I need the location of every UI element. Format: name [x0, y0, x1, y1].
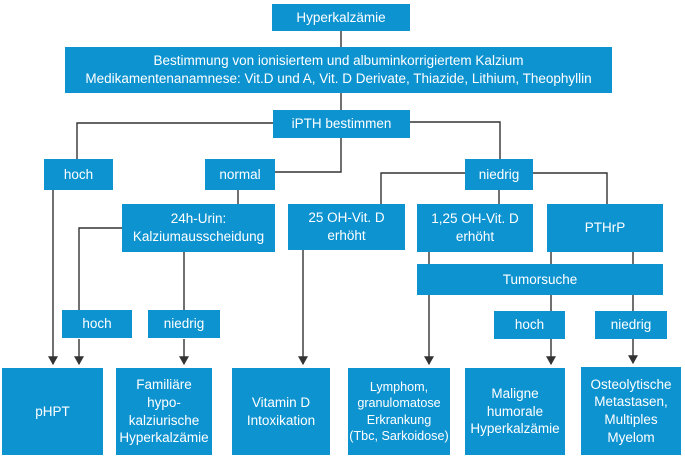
- node-maligne-line1: Maligne: [491, 386, 539, 402]
- node-maligne-line2: humorale: [486, 403, 544, 419]
- node-lymphom-line3: Erkrankung: [366, 412, 432, 427]
- node-urin-niedrig: niedrig: [148, 310, 220, 338]
- node-lymphom: Lymphom, granulomatose Erkrankung (Tbc, …: [348, 368, 450, 455]
- node-lymphom-line1: Lymphom,: [369, 379, 429, 394]
- node-osteolytisch: Osteolytische Metastasen, Multiples Myel…: [581, 367, 681, 455]
- node-vitd-intox-line1: Vitamin D: [251, 394, 311, 410]
- node-ipth-hoch: hoch: [44, 159, 113, 190]
- node-ipth-hoch-label: hoch: [63, 166, 94, 182]
- node-pthrp-label: PTHrP: [584, 220, 626, 236]
- node-vitd-intox-line2: Intoxikation: [246, 412, 316, 428]
- node-vitd-intox: Vitamin D Intoxikation: [232, 368, 330, 455]
- node-tumor-niedrig: niedrig: [595, 311, 667, 339]
- connector-ipth-normal: [275, 138, 342, 173]
- node-fhh-line2: hypo-: [147, 394, 181, 410]
- node-fhh-line3: kalziurische: [128, 412, 200, 428]
- node-ipth-label: iPTH bestimmen: [291, 116, 392, 132]
- node-hyperkalzaemie: Hyperkalzämie: [272, 4, 410, 31]
- node-ipth-normal: normal: [205, 159, 275, 190]
- node-osteolytisch-line2: Metastasen,: [594, 394, 668, 410]
- node-oh25-line2: erhöht: [327, 228, 366, 243]
- node-tumorsuche-label: Tumorsuche: [502, 271, 578, 287]
- node-tumor-hoch: hoch: [494, 311, 565, 339]
- node-phpt-label: pHPT: [35, 403, 70, 419]
- node-ipth-bestimmen: iPTH bestimmen: [273, 110, 410, 138]
- node-ipth-normal-label: normal: [219, 166, 261, 182]
- node-bestimmung: Bestimmung von ionisiertem und albuminko…: [65, 47, 612, 93]
- node-hyperkalzaemie-label: Hyperkalzämie: [296, 9, 386, 25]
- node-urin24h: 24h-Urin: Kalziumausscheidung: [122, 204, 275, 252]
- node-urin-hoch-label: hoch: [82, 316, 112, 332]
- node-tumor-hoch-label: hoch: [514, 317, 545, 333]
- node-ipth-niedrig-label: niedrig: [478, 166, 520, 182]
- node-maligne: Maligne humorale Hyperkalzämie: [465, 368, 565, 455]
- node-urin-hoch: hoch: [62, 310, 132, 338]
- node-phpt: pHPT: [2, 368, 103, 455]
- node-osteolytisch-line4: Myelom: [607, 429, 655, 445]
- node-urin-niedrig-label: niedrig: [163, 316, 205, 332]
- node-osteolytisch-line3: Multiples: [604, 412, 658, 427]
- node-pthrp: PTHrP: [547, 204, 663, 252]
- node-lymphom-line2: granulomatose: [357, 396, 441, 411]
- connector-ipth-niedrig: [410, 121, 501, 159]
- node-osteolytisch-line1: Osteolytische: [590, 376, 672, 392]
- node-ipth-niedrig: niedrig: [465, 159, 533, 190]
- connector-niedrig-oh25: [380, 172, 465, 204]
- node-bestimmung-line1: Bestimmung von ionisiertem und albuminko…: [153, 53, 524, 69]
- node-oh125-vitd: 1,25 OH-Vit. D erhöht: [417, 204, 533, 252]
- connector-urin-hoch: [78, 227, 122, 310]
- node-oh125-line1: 1,25 OH-Vit. D: [431, 211, 519, 227]
- node-oh125-line2: erhöht: [455, 229, 495, 244]
- node-fhh-line1: Familiäre: [136, 377, 192, 393]
- connector-niedrig-pthrp: [533, 172, 608, 204]
- connector-ipth-hoch: [76, 122, 273, 159]
- node-urin24h-line2: Kalziumausscheidung: [132, 229, 265, 244]
- node-urin24h-line1: 24h-Urin:: [170, 211, 227, 227]
- node-oh25-vitd: 25 OH-Vit. D erhöht: [288, 204, 405, 250]
- node-tumor-niedrig-label: niedrig: [610, 317, 652, 333]
- node-tumorsuche: Tumorsuche: [417, 264, 663, 295]
- node-maligne-line3: Hyperkalzämie: [470, 421, 560, 437]
- node-lymphom-line4: (Tbc, Sarkoidose): [349, 428, 449, 443]
- node-bestimmung-line2: Medikamentenanamnese: Vit.D und A, Vit. …: [85, 71, 592, 86]
- node-oh25-line1: 25 OH-Vit. D: [308, 210, 385, 226]
- node-fhh-line4: Hyperkalzämie: [119, 430, 209, 446]
- node-fhh: Familiäre hypo- kalziurische Hyperkalzäm…: [116, 368, 212, 455]
